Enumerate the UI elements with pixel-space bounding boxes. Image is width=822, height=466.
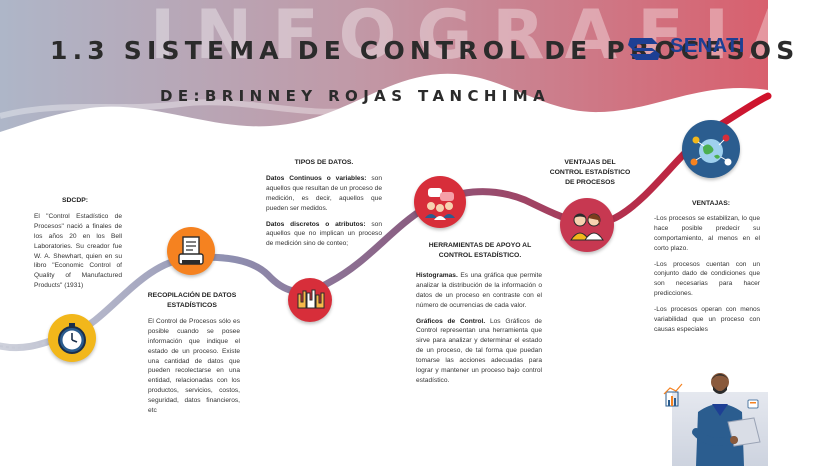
infographic-page: INFOGRAFIA 1.3 SISTEMA DE CONTROL DE PRO… <box>0 0 795 466</box>
herramientas-body: Histogramas. Es una gráfica que permite … <box>416 271 542 392</box>
graficos-control: Gráficos de Control. Los Gráficos de Con… <box>416 317 542 386</box>
senati-logo: SENATI <box>622 32 762 66</box>
graficos-control-title: Gráficos de Control. <box>416 317 486 325</box>
datos-discretos: Datos discretos o atributos: son aquello… <box>266 220 382 250</box>
global-network-icon <box>684 122 738 176</box>
global-network-node <box>682 120 740 178</box>
sdcdp-heading: SDCDP: <box>61 197 89 204</box>
datos-discretos-title: Datos discretos o atributos: <box>266 220 366 228</box>
recopilacion-heading: RECOPILACIÓN DE DATOS ESTADÍSTICOS <box>147 292 237 309</box>
datos-discretos-body: son aquellos que no implican un proceso … <box>266 220 382 248</box>
stopwatch-node <box>48 314 96 362</box>
page-title: 1.3 SISTEMA DE CONTROL DE PROCESOS <box>50 36 800 65</box>
graficos-control-body: Los Gráficos de Control representan una … <box>416 317 542 384</box>
histogramas-body: Es una gráfica que permite analizar la d… <box>416 272 542 309</box>
tipos-body: Datos Continuos o variables: son aquello… <box>266 174 382 255</box>
ventajas-heading: VENTAJAS: <box>691 200 731 207</box>
sdcdp-body: El "Control Estadístico de Procesos" nac… <box>34 213 122 290</box>
ventajas-list: -Los procesos se estabilizan, lo que hac… <box>654 214 760 341</box>
raised-hands-node <box>288 278 332 322</box>
two-people-icon <box>562 200 612 250</box>
author-line: DE:BRINNEY ROJAS TANCHIMA <box>160 87 551 105</box>
people-chat-node <box>414 176 466 228</box>
tipos-heading: TIPOS DE DATOS. <box>294 159 354 166</box>
senati-logo-icon <box>628 38 660 60</box>
stopwatch-icon <box>51 317 93 359</box>
two-people-node <box>560 198 614 252</box>
histogramas-title: Histogramas. <box>416 272 458 279</box>
histogramas: Histogramas. Es una gráfica que permite … <box>416 271 542 311</box>
header-banner <box>0 0 768 132</box>
herramientas-heading: HERRAMIENTAS DE APOYO AL CONTROL ESTADÍS… <box>428 242 532 259</box>
people-chat-icon <box>416 178 464 226</box>
person-laptop-illustration <box>663 373 761 466</box>
ventaja-item-1: -Los procesos se estabilizan, lo que hac… <box>654 215 760 252</box>
logo-text: SENATI <box>670 35 745 57</box>
ventajas-cep-heading: VENTAJAS DEL CONTROL ESTADÍSTICO DE PROC… <box>549 159 631 186</box>
datos-continuos-body: son aquellos que resultan de un proceso … <box>266 175 382 212</box>
datos-continuos-title: Datos Continuos o variables: <box>266 175 367 182</box>
watermark-text: INFOGRAFIA <box>150 0 822 75</box>
recopilacion-body: El Control de Procesos sólo es posible c… <box>148 318 240 415</box>
datos-continuos: Datos Continuos o variables: son aquello… <box>266 174 382 214</box>
process-path <box>0 92 772 352</box>
document-printer-icon <box>169 229 213 273</box>
raised-hands-icon <box>290 280 330 320</box>
ventaja-item-2: -Los procesos cuentan con un conjunto da… <box>654 260 760 298</box>
ventaja-item-3: -Los procesos operan con menos variabili… <box>654 306 760 333</box>
document-node <box>167 227 215 275</box>
